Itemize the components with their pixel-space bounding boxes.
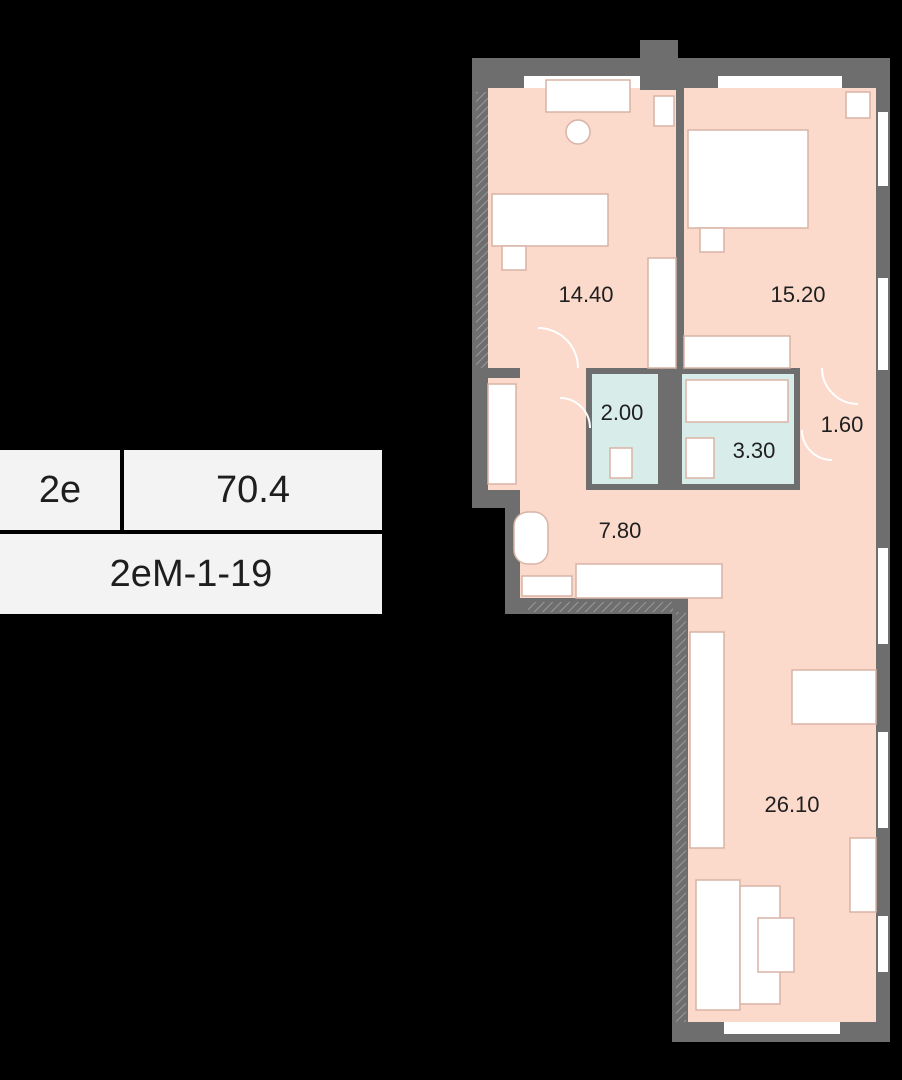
bathtub xyxy=(685,379,789,423)
nightstand-2 xyxy=(699,227,725,253)
hatched-walls xyxy=(476,92,686,1022)
unit-area: 70.4 xyxy=(216,468,290,511)
label-bedroom-large: 15.20 xyxy=(770,282,825,307)
sink xyxy=(685,437,715,479)
furniture xyxy=(487,79,877,1011)
label-storage: 1.60 xyxy=(821,412,864,437)
sofa xyxy=(695,879,741,1011)
wardrobe-bedroom xyxy=(683,335,791,369)
kitchen-counter xyxy=(689,631,725,849)
single-bed xyxy=(491,193,609,247)
toilet xyxy=(609,447,633,479)
coffee-table xyxy=(757,917,795,973)
label-living-kitchen: 26.10 xyxy=(764,792,819,817)
label-wc: 2.00 xyxy=(601,400,644,425)
nightstand xyxy=(501,245,527,271)
shelf xyxy=(653,95,675,127)
unit-code: 2eM-1-19 xyxy=(109,552,273,595)
armchair xyxy=(845,91,871,119)
bench xyxy=(521,575,573,597)
label-hall: 7.80 xyxy=(599,518,642,543)
chair xyxy=(565,119,591,145)
hall-closet xyxy=(487,383,517,485)
room-labels: 14.40 15.20 2.00 3.30 1.60 7.80 26.10 xyxy=(558,282,863,817)
desk xyxy=(545,79,631,113)
label-bedroom-small: 14.40 xyxy=(558,282,613,307)
ottoman xyxy=(513,511,549,565)
unit-code-box: 2eM-1-19 xyxy=(0,534,382,614)
tv-stand xyxy=(849,837,877,913)
doors xyxy=(537,327,859,461)
shoe-cabinet xyxy=(575,563,723,599)
dining-table xyxy=(791,669,877,725)
unit-type: 2e xyxy=(38,468,82,511)
double-bed xyxy=(687,129,809,229)
wardrobe-small xyxy=(647,257,677,369)
unit-type-box: 2e xyxy=(0,450,120,530)
label-bathroom: 3.30 xyxy=(733,438,776,463)
unit-area-box: 70.4 xyxy=(124,450,382,530)
interior-walls xyxy=(488,40,800,490)
